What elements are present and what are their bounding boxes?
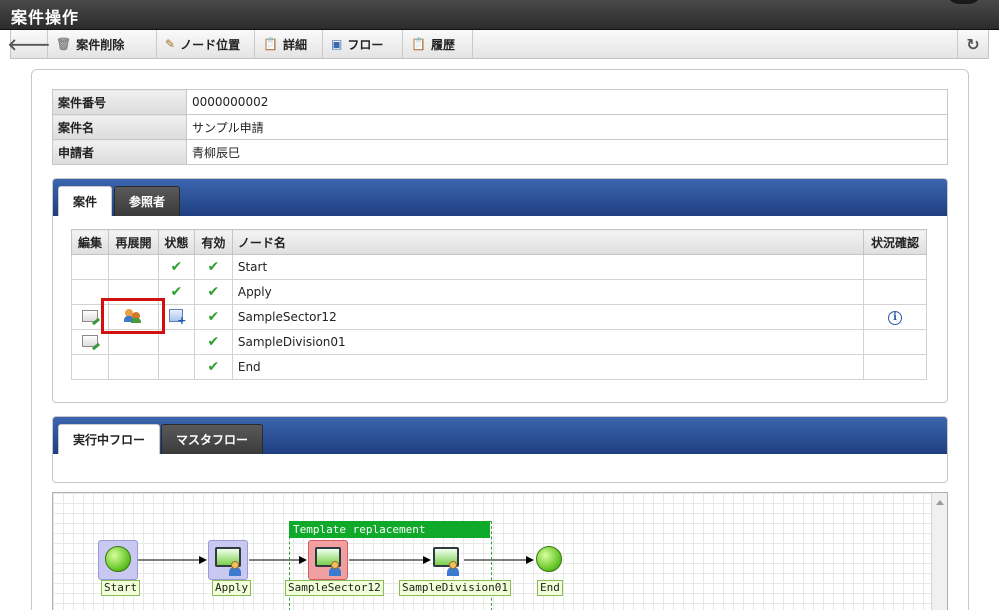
- end-circle-icon: [536, 546, 562, 572]
- history-label: 履歴: [430, 37, 455, 52]
- table-row: ✔ ✔ Start: [71, 254, 927, 280]
- refresh-icon: ↻: [966, 34, 980, 54]
- window-title: 案件操作: [11, 8, 80, 27]
- case-info-row: 案件名 サンプル申請: [52, 114, 948, 140]
- case-info-row: 申請者 青柳辰巳: [52, 139, 948, 165]
- case-info-table: 案件番号 0000000002 案件名 サンプル申請 申請者 青柳辰巳: [52, 89, 948, 165]
- status-cell: [863, 354, 927, 380]
- node-position-label: ノード位置: [180, 37, 241, 52]
- check-icon: ✔: [207, 259, 220, 275]
- valid-cell: ✔: [193, 354, 233, 380]
- toolbar: 🡐 🗑 案件削除 ✎ ノード位置 📋 詳細 ▣ フロー 📋 履歴 ↻: [7, 30, 989, 59]
- header-status-check: 状況確認: [863, 229, 927, 255]
- node-name: End: [231, 354, 865, 380]
- clipboard-icon: 📋: [263, 37, 278, 51]
- case-tab-bar: 案件 参照者: [53, 179, 947, 216]
- table-row: ✔ SampleSector12 i: [71, 304, 927, 330]
- header-valid: 有効: [193, 229, 233, 255]
- reopen-cell: [107, 354, 159, 380]
- flow-tab-bar: 実行中フロー マスタフロー: [53, 417, 947, 454]
- check-icon: ✔: [170, 259, 183, 275]
- valid-cell: ✔: [193, 329, 233, 355]
- node-box: [98, 540, 138, 580]
- check-icon: ✔: [170, 284, 183, 300]
- window-corner-decoration: [947, 0, 981, 4]
- node-label-start: Start: [101, 580, 141, 596]
- header-state: 状態: [157, 229, 195, 255]
- node-position-button[interactable]: ✎ ノード位置: [157, 30, 255, 58]
- edit-icon[interactable]: [81, 309, 98, 322]
- node-name: Apply: [231, 279, 865, 305]
- case-name-value: サンプル申請: [186, 114, 948, 140]
- status-cell: [863, 329, 927, 355]
- node-label-samplesector12: SampleSector12: [285, 580, 384, 596]
- case-number-label: 案件番号: [52, 89, 187, 115]
- case-name-label: 案件名: [52, 114, 187, 140]
- tab-running-flow[interactable]: 実行中フロー: [58, 424, 161, 454]
- case-info-row: 案件番号 0000000002: [52, 89, 948, 115]
- refresh-button[interactable]: ↻: [957, 30, 988, 58]
- node-name: SampleDivision01: [231, 329, 865, 355]
- node-label-apply: Apply: [212, 580, 252, 596]
- status-cell: [863, 279, 927, 305]
- node-label-sampledivision01: SampleDivision01: [399, 580, 511, 596]
- info-icon[interactable]: i: [888, 311, 902, 325]
- valid-cell: ✔: [193, 279, 233, 305]
- trash-icon: 🗑: [56, 37, 72, 51]
- node-label-end: End: [537, 580, 563, 596]
- processing-state-icon[interactable]: [169, 309, 186, 327]
- back-button[interactable]: 🡐: [7, 30, 51, 58]
- flow-scrollbar[interactable]: [931, 493, 947, 610]
- flow-panel: 実行中フロー マスタフロー: [52, 416, 948, 483]
- template-group-label: Template replacement: [289, 521, 490, 538]
- person-icon: [229, 561, 241, 576]
- edit-icon[interactable]: [81, 334, 98, 347]
- image-icon: ▣: [331, 37, 343, 51]
- delete-case-label: 案件削除: [76, 37, 125, 52]
- flow-button[interactable]: ▣ フロー: [323, 30, 403, 58]
- person-icon: [329, 561, 341, 576]
- history-button[interactable]: 📋 履歴: [403, 30, 473, 58]
- check-icon: ✔: [207, 309, 220, 325]
- node-name: Start: [231, 254, 865, 280]
- detail-button[interactable]: 📋 詳細: [255, 30, 323, 58]
- node-table-header: 編集 再展開 状態 有効 ノード名 状況確認: [71, 229, 927, 255]
- reopen-users-icon[interactable]: [124, 308, 142, 323]
- node-table: 編集 再展開 状態 有効 ノード名 状況確認 ✔ ✔ Start ✔ ✔ App…: [71, 229, 927, 380]
- table-row: ✔ SampleDivision01: [71, 329, 927, 355]
- state-cell: [157, 354, 195, 380]
- start-circle-icon: [105, 546, 131, 572]
- node-name: SampleSector12: [231, 304, 865, 330]
- flow-label: フロー: [347, 37, 384, 52]
- tab-master-flow[interactable]: マスタフロー: [161, 424, 264, 454]
- detail-label: 詳細: [282, 37, 307, 52]
- case-number-value: 0000000002: [186, 89, 948, 115]
- header-node-name: ノード名: [231, 229, 865, 255]
- check-icon: ✔: [207, 284, 220, 300]
- pencil-icon: ✎: [165, 37, 176, 51]
- check-icon: ✔: [207, 334, 220, 350]
- applicant-value: 青柳辰巳: [186, 139, 948, 165]
- status-cell: i: [863, 304, 927, 330]
- edit-cell: [71, 354, 109, 380]
- history-clipboard-icon: 📋: [411, 37, 426, 51]
- title-bar: 案件操作: [0, 0, 999, 30]
- applicant-label: 申請者: [52, 139, 187, 165]
- scroll-up-icon[interactable]: [936, 500, 944, 505]
- tab-case[interactable]: 案件: [58, 186, 113, 216]
- arrow-left-icon: 🡐: [7, 35, 51, 54]
- delete-case-button[interactable]: 🗑 案件削除: [48, 30, 157, 58]
- table-row: ✔ End: [71, 354, 927, 380]
- tab-viewers[interactable]: 参照者: [114, 186, 181, 216]
- check-icon: ✔: [207, 359, 220, 375]
- person-icon: [447, 561, 459, 576]
